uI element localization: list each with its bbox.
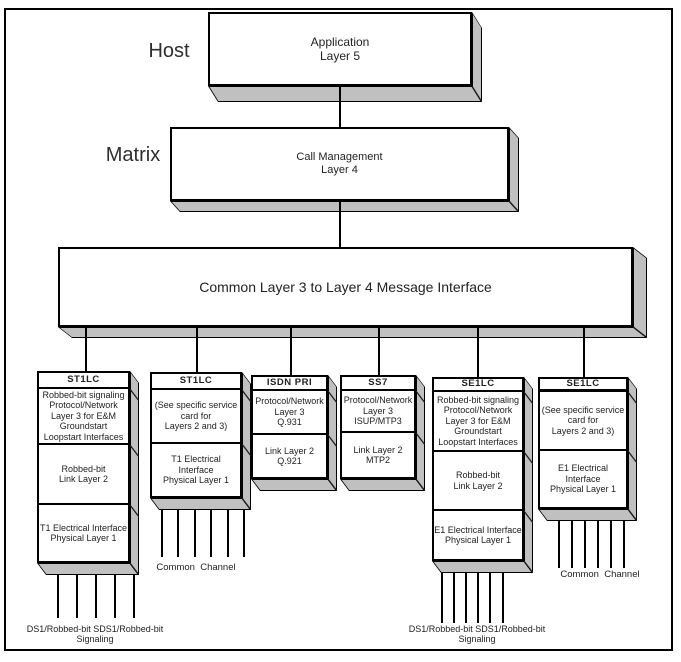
connector-line [583,327,585,377]
card-section: E1 Electrical Interface Physical Layer 1 [432,509,524,561]
pin-line [489,573,491,623]
card-section: E1 Electrical Interface Physical Layer 1 [538,449,628,509]
card-shadow [538,509,638,521]
pin-line [441,573,443,623]
pin-line [623,521,625,568]
pin-line [243,510,245,557]
outer-border [4,8,673,651]
matrix-label: Matrix [105,144,161,166]
ds1-signaling-label-right: DS1/Robbed-bit SDS1/Robbed-bit Signaling [408,624,546,644]
card-section: Link Layer 2 MTP2 [340,431,416,479]
pin-line [465,573,467,623]
connector-line [339,201,341,247]
host-box-shadow [208,86,482,102]
connector-line [378,327,380,375]
pin-line [114,575,116,618]
pin-line [502,573,504,623]
pin-line [161,510,163,557]
pin-line [194,510,196,557]
host-label: Host [148,40,190,62]
pin-line [571,521,573,568]
pin-line [584,521,586,568]
pin-line [133,575,135,618]
card-shadow [340,479,426,491]
pin-line [558,521,560,568]
common-box-side [633,247,647,338]
matrix-box-shadow [170,201,519,212]
card-shadow [150,498,252,510]
common-channel-label-right: Common Channel [560,569,640,580]
card-section: T1 Electrical Interface Physical Layer 1 [150,442,242,498]
card-section: Robbed-bit signaling Protocol/Network La… [432,390,524,452]
matrix-box-text: Call Management Layer 4 [170,127,509,201]
card-section: Robbed-bit signaling Protocol/Network La… [37,387,130,445]
card-section: (See specific service card for Layers 2 … [538,390,628,451]
host-box-text: Application Layer 5 [208,12,472,86]
pin-line [227,510,229,557]
pin-line [610,521,612,568]
card-shadow [432,561,534,573]
connector-line [196,327,198,372]
card-section: Robbed-bit Link Layer 2 [432,450,524,511]
pin-line [95,575,97,618]
ds1-signaling-label-left: DS1/Robbed-bit SDS1/Robbed-bit Signaling [26,624,164,644]
pin-line [76,575,78,618]
pin-line [177,510,179,557]
common-box-text: Common Layer 3 to Layer 4 Message Interf… [58,247,633,327]
pin-line [57,575,59,618]
card-section: Robbed-bit Link Layer 2 [37,443,130,505]
pin-line [477,573,479,623]
card-section: (See specific service card for Layers 2 … [150,388,242,444]
card-shadow [251,479,338,491]
connector-line [85,327,87,372]
card-shadow [37,563,140,575]
card-section: Link Layer 2 Q.921 [251,433,328,479]
card-section: Protocol/Network Layer 3 Q.931 [251,389,328,435]
common-channel-label-left: Common Channel [156,562,236,573]
connector-line [290,327,292,375]
connector-line [339,86,341,127]
pin-line [453,573,455,623]
matrix-box-side [509,127,519,213]
pin-line [210,510,212,557]
common-box-shadow [58,327,648,338]
pin-line [597,521,599,568]
card-section: T1 Electrical Interface Physical Layer 1 [37,503,130,563]
connector-line [477,327,479,377]
card-section: Protocol/Network Layer 3 ISUP/MTP3 [340,389,416,433]
